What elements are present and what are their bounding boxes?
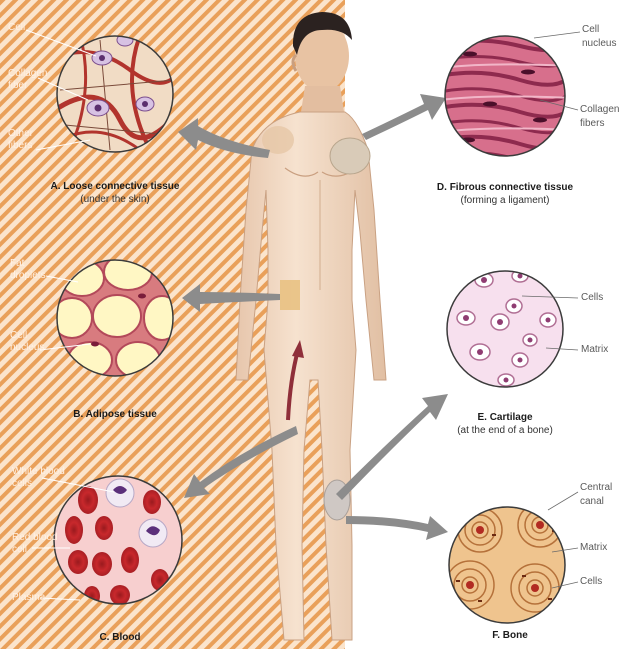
- caption-fibrous: D. Fibrous connective tissue (forming a …: [420, 181, 590, 207]
- label-blood-plasma: Plasma: [12, 592, 45, 604]
- label-adipose-fat-line2: droplets: [10, 270, 46, 282]
- label-blood-rbc-line2: cell: [12, 544, 27, 556]
- caption-fibrous-subtitle: (forming a ligament): [461, 195, 550, 206]
- label-cartilage-cells: Cells: [581, 292, 603, 304]
- label-fibrous-nucleus-line1: Cell: [582, 24, 599, 36]
- label-blood-rbc-line1: Red blood: [12, 532, 58, 544]
- shoulder-joint: [330, 138, 370, 174]
- label-loose-other-line1: Other: [8, 128, 33, 140]
- adipose-site: [280, 280, 300, 310]
- caption-cartilage: E. Cartilage (at the end of a bone): [430, 411, 580, 437]
- label-fibrous-collagen-line2: fibers: [580, 118, 604, 130]
- label-bone-cells: Cells: [580, 576, 602, 588]
- caption-cartilage-title: E. Cartilage: [430, 411, 580, 424]
- caption-blood: C. Blood: [60, 631, 180, 644]
- label-blood-wbc-line2: cells: [12, 478, 32, 490]
- label-bone-canal-line1: Central: [580, 482, 612, 494]
- label-loose-collagen-line1: Collagen: [8, 68, 47, 80]
- caption-cartilage-subtitle: (at the end of a bone): [457, 425, 553, 436]
- caption-adipose: B. Adipose tissue: [40, 408, 190, 421]
- caption-bone-title: F. Bone: [460, 629, 560, 642]
- label-adipose-nucleus-line2: nucleus: [10, 342, 44, 354]
- caption-loose-title: A. Loose connective tissue: [30, 180, 200, 193]
- label-loose-collagen-line2: fiber: [8, 80, 27, 92]
- label-bone-canal-line2: canal: [580, 496, 604, 508]
- label-bone-matrix: Matrix: [580, 542, 607, 554]
- label-fibrous-collagen-line1: Collagen: [580, 104, 619, 116]
- caption-loose: A. Loose connective tissue (under the sk…: [30, 180, 200, 206]
- caption-loose-subtitle: (under the skin): [80, 194, 149, 205]
- label-fibrous-nucleus-line2: nucleus: [582, 38, 616, 50]
- label-adipose-nucleus-line1: Cell: [10, 330, 27, 342]
- label-loose-other-line2: fibers: [8, 140, 32, 152]
- label-adipose-fat-line1: Fat: [10, 258, 24, 270]
- caption-adipose-title: B. Adipose tissue: [40, 408, 190, 421]
- caption-fibrous-title: D. Fibrous connective tissue: [420, 181, 590, 194]
- label-cartilage-matrix: Matrix: [581, 344, 608, 356]
- caption-bone: F. Bone: [460, 629, 560, 642]
- label-loose-cell: Cell: [8, 22, 25, 34]
- caption-blood-title: C. Blood: [60, 631, 180, 644]
- label-blood-wbc-line1: White blood: [12, 466, 65, 478]
